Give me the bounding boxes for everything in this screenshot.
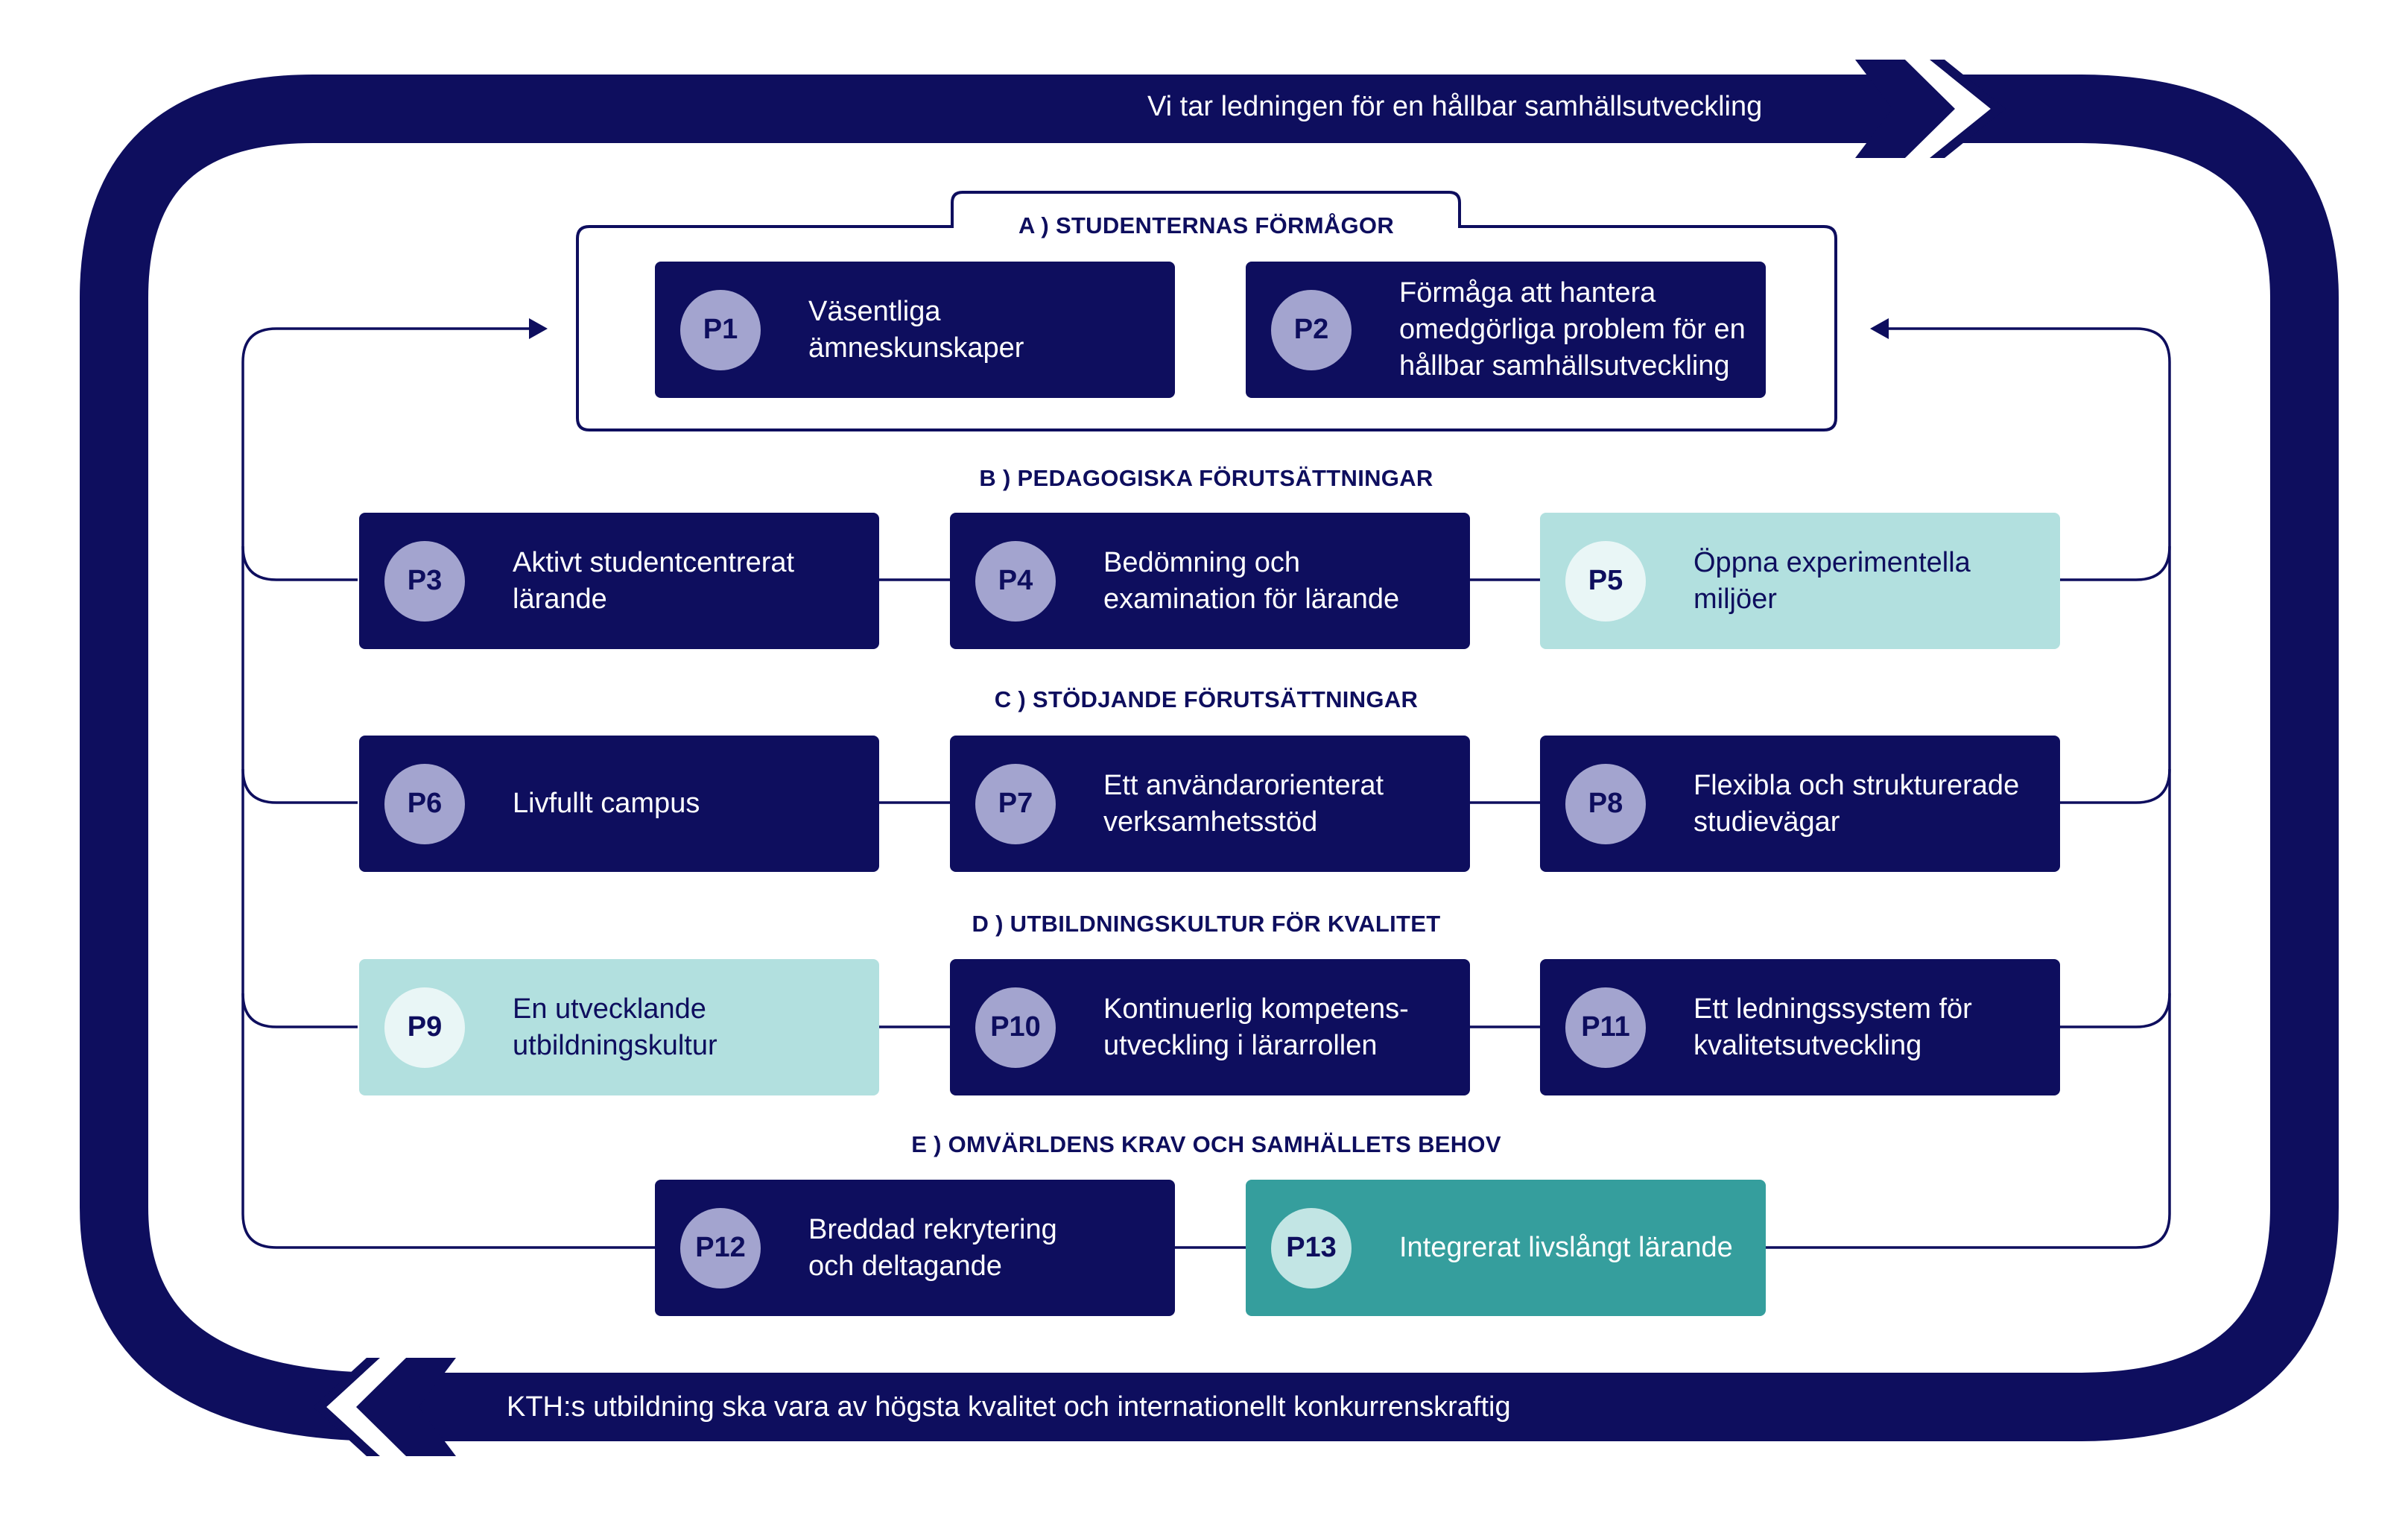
left-branch-b <box>241 546 358 581</box>
top-arrow-chevron-icon <box>1905 60 1991 158</box>
left-feedback-arrowhead-icon <box>529 318 548 339</box>
left-branch-d <box>241 993 358 1028</box>
top-arrow-icon <box>1855 60 1967 158</box>
right-branch-c <box>2056 768 2171 804</box>
bottom-arrow-chevron-icon <box>326 1358 406 1456</box>
left-feedback-line <box>241 327 656 1249</box>
section-a-frame <box>576 191 1837 431</box>
left-branch-c <box>241 768 358 804</box>
right-branch-b <box>2056 546 2171 581</box>
right-feedback-arrowhead-icon <box>1870 318 1889 339</box>
right-feedback-line <box>1758 327 2171 1249</box>
right-branch-d <box>2056 993 2171 1028</box>
top-arrow-tip-icon <box>1930 60 2006 158</box>
bottom-arrow-tip-icon <box>313 1358 380 1456</box>
outer-loop <box>80 75 2339 1441</box>
bottom-arrow-icon <box>350 1358 456 1456</box>
